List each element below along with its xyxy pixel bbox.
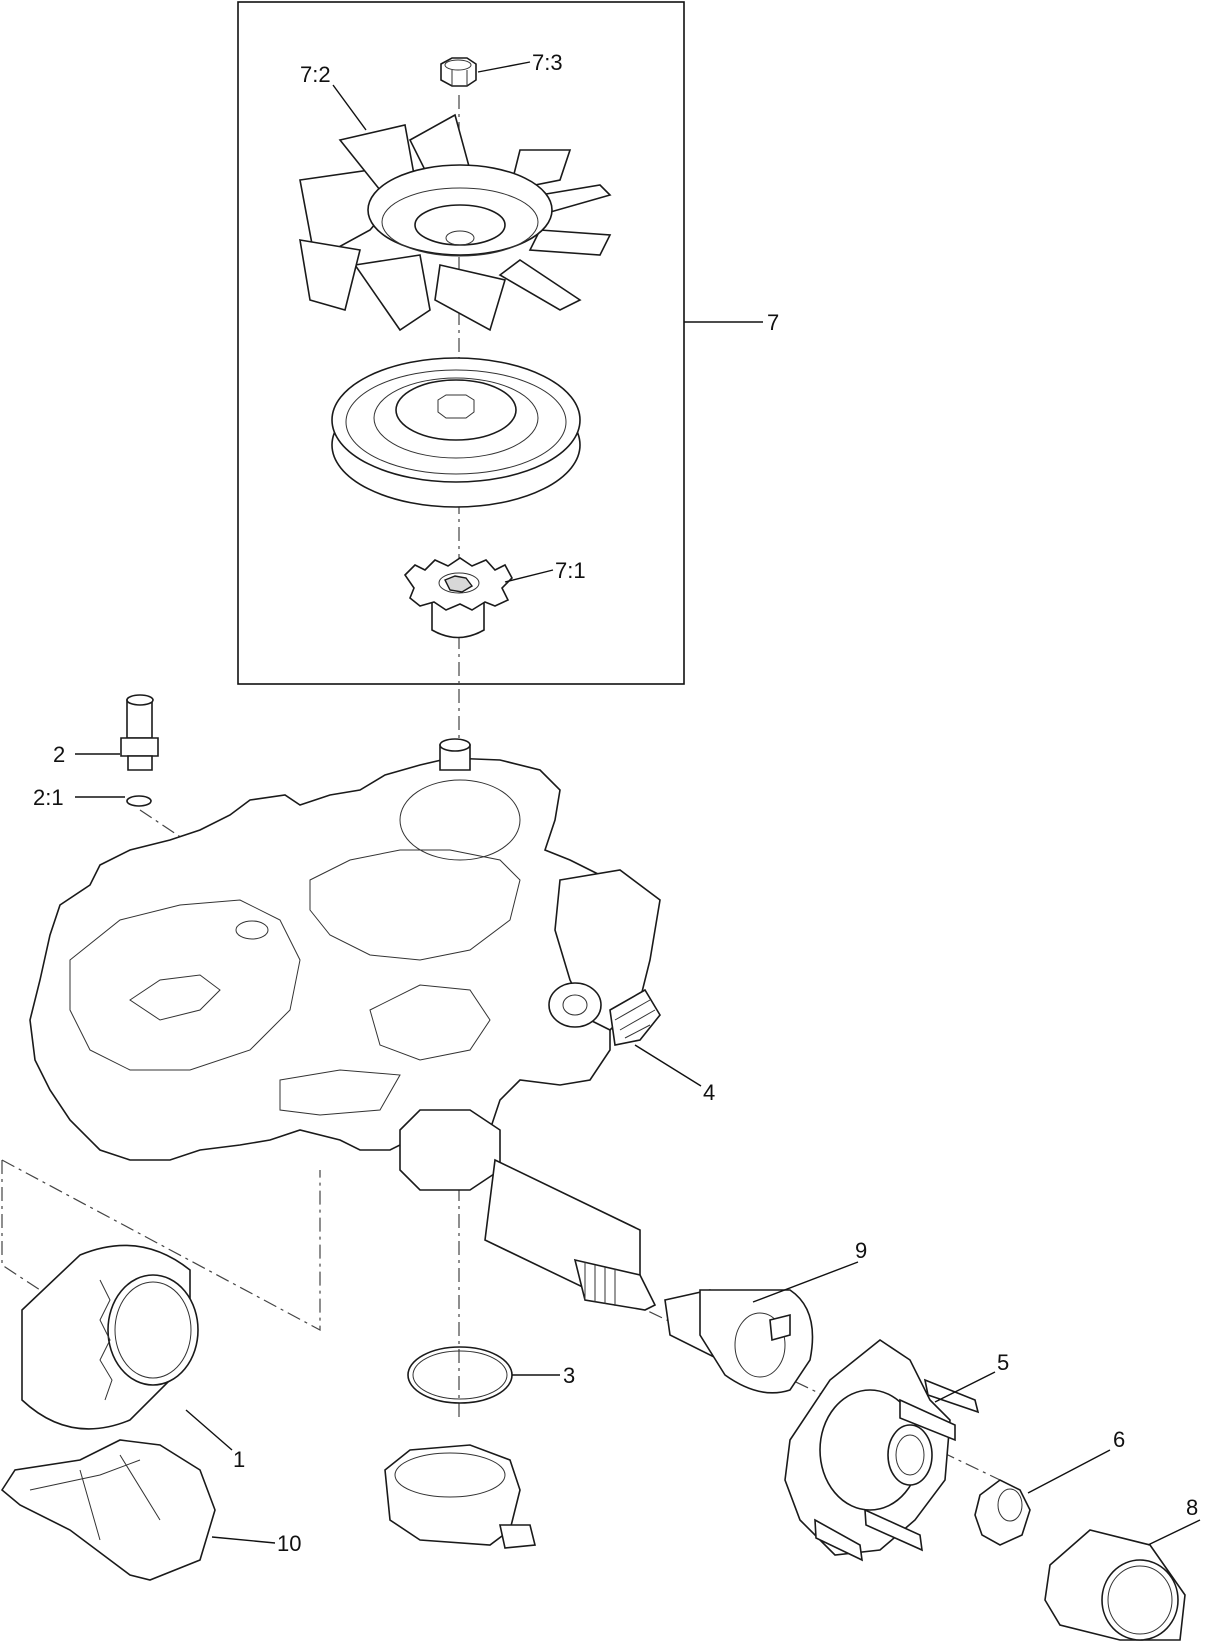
control-bracket bbox=[548, 869, 661, 1046]
guard-10-drawing bbox=[0, 1439, 216, 1581]
nut-7-3-drawing bbox=[440, 57, 477, 87]
leader-10 bbox=[211, 1536, 276, 1544]
callout-7: 7 bbox=[767, 310, 779, 335]
callout-2: 2 bbox=[53, 742, 65, 767]
callout-7-1: 7:1 bbox=[555, 558, 586, 583]
callout-4: 4 bbox=[703, 1080, 715, 1105]
leader-4 bbox=[634, 1044, 702, 1087]
callout-6: 6 bbox=[1113, 1427, 1125, 1452]
callout-1: 1 bbox=[233, 1447, 245, 1472]
lug-nut-6-drawing bbox=[974, 1479, 1031, 1546]
leader-6 bbox=[1027, 1449, 1111, 1494]
fan-7-2-drawing bbox=[299, 113, 612, 332]
callout-2-1: 2:1 bbox=[33, 785, 64, 810]
callout-10: 10 bbox=[277, 1531, 301, 1556]
cap-8-drawing bbox=[1044, 1529, 1186, 1641]
fitting-2-drawing bbox=[120, 694, 159, 771]
hub-gear-7-1-drawing bbox=[403, 557, 513, 639]
o-ring-3-drawing bbox=[407, 1346, 513, 1404]
o-ring-2-1-drawing bbox=[126, 795, 152, 807]
pulley-drawing bbox=[331, 357, 581, 508]
leader-5 bbox=[934, 1371, 996, 1403]
callout-8: 8 bbox=[1186, 1495, 1198, 1520]
callout-3: 3 bbox=[563, 1363, 575, 1388]
transmission-housing-drawing bbox=[29, 738, 661, 1311]
leader-8 bbox=[1147, 1519, 1201, 1546]
output-axle bbox=[399, 1109, 657, 1311]
leader-1 bbox=[185, 1409, 233, 1451]
wheel-hub-5-drawing bbox=[784, 1339, 980, 1562]
leader-9 bbox=[752, 1261, 859, 1303]
callout-7-3: 7:3 bbox=[532, 50, 563, 75]
leader-7-2 bbox=[332, 84, 367, 131]
leader-7-1 bbox=[504, 569, 554, 583]
assembly-7-box bbox=[237, 1, 685, 685]
filter-bracket-dashed bbox=[1, 1159, 321, 1332]
spacer-9-drawing bbox=[664, 1289, 814, 1394]
callout-7-2: 7:2 bbox=[300, 62, 331, 87]
cover-drawing bbox=[384, 1444, 537, 1549]
filter-1-drawing bbox=[21, 1244, 199, 1430]
callout-9: 9 bbox=[855, 1238, 867, 1263]
leader-7-3 bbox=[477, 61, 531, 73]
callout-5: 5 bbox=[997, 1350, 1009, 1375]
